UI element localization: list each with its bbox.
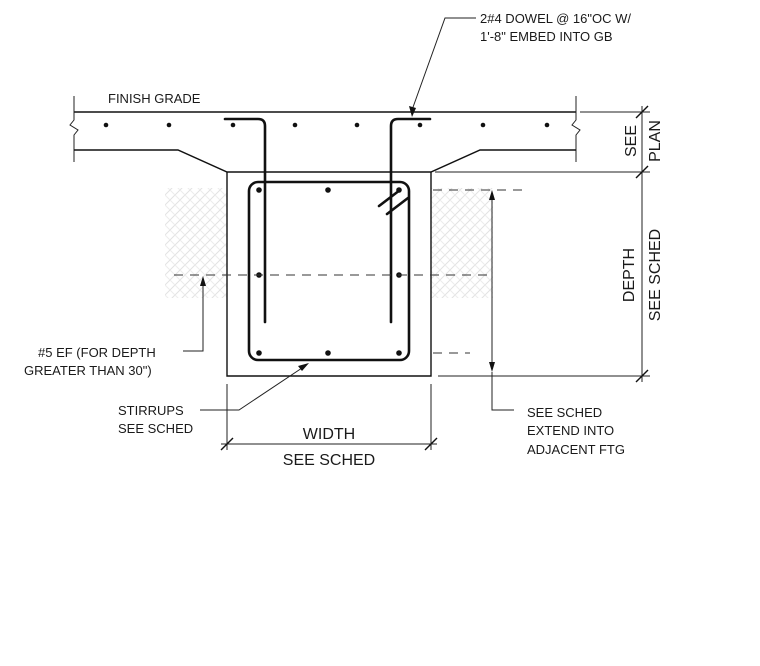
width-dimension [220,384,438,451]
stirrups-label-line1: STIRRUPS [118,403,184,418]
stirrups-leader [200,363,309,411]
dowel-label-line2: 1'-8" EMBED INTO GB [480,29,613,44]
extend-label-line3: ADJACENT FTG [527,442,625,457]
bar-extension-lines [174,189,522,354]
finish-grade-label: FINISH GRADE [108,91,201,106]
ef-leader [183,276,206,352]
beam-rebar [256,187,402,356]
ef-label-line2: GREATER THAN 30") [24,363,152,378]
depth-label: DEPTH [621,248,638,302]
ef-label-line1: #5 EF (FOR DEPTH [38,345,156,360]
extend-leader [489,190,514,411]
dowel-bars [223,117,432,324]
dowel-label-line1: 2#4 DOWEL @ 16"OC W/ [480,11,631,26]
extend-label-line2: EXTEND INTO [527,423,614,438]
depth-see-sched-label: SEE SCHED [647,229,664,321]
plan-label: PLAN [647,120,664,162]
stirrups-label-line2: SEE SCHED [118,421,193,436]
width-see-sched-label: SEE SCHED [283,452,375,469]
width-label: WIDTH [303,426,355,443]
extend-label-line1: SEE SCHED [527,405,602,420]
see-label: SEE [623,125,640,157]
soil-hatch [165,188,493,298]
slab-outline [69,96,581,377]
stirrup [247,180,411,362]
dowel-leader [409,17,476,117]
slab-rebar [103,122,550,128]
depth-dimension [435,105,650,383]
